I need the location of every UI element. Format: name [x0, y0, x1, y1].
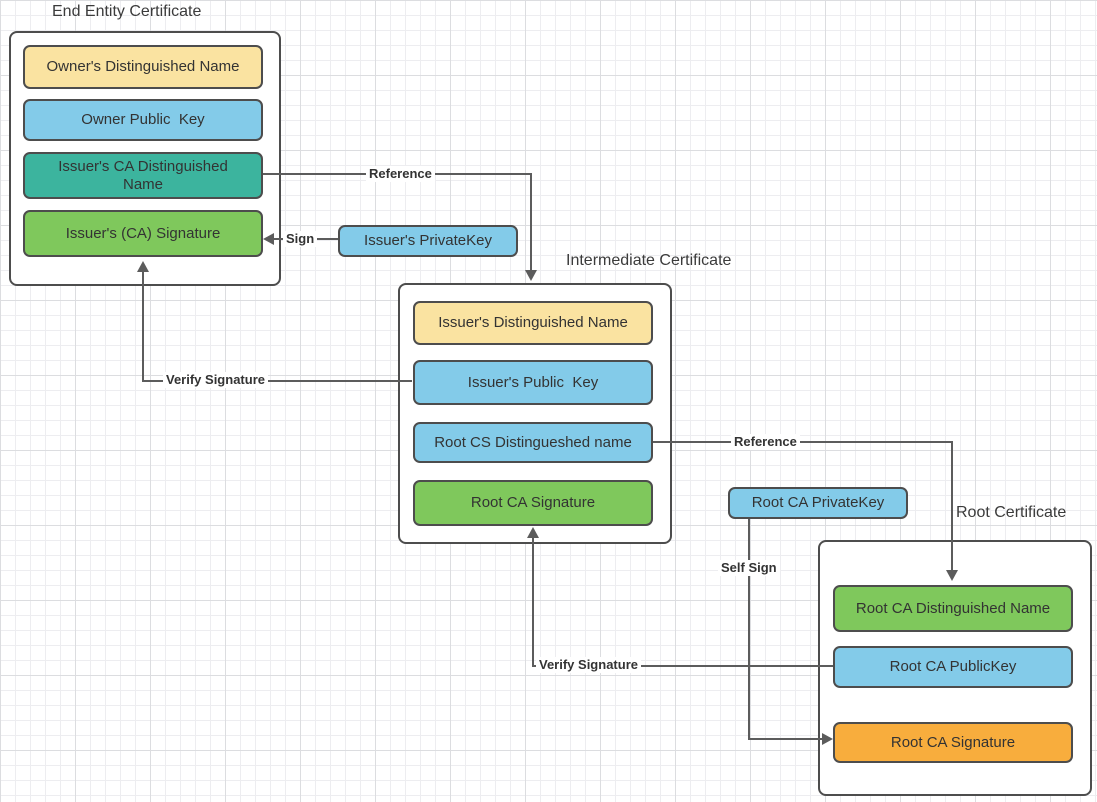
node-issuers-privatekey: Issuer's PrivateKey: [338, 225, 518, 257]
arrowhead-right-icon: [822, 733, 833, 745]
node-label: Issuer's Distinguished Name: [438, 314, 628, 331]
edge-label-reference-lower: Reference: [731, 434, 800, 450]
node-root-ca-privatekey: Root CA PrivateKey: [728, 487, 908, 519]
edge-verify-lower-hline: [533, 665, 833, 667]
arrowhead-down-icon: [946, 570, 958, 581]
edge-reference-lower-hline: [653, 441, 953, 443]
node-root-cs-distingueshed-name: Root CS Distingueshed name: [413, 422, 653, 463]
root-certificate-box: Root CA Distinguished Name Root CA Publi…: [818, 540, 1092, 796]
node-issuers-distinguished-name: Issuer's Distinguished Name: [413, 301, 653, 345]
arrowhead-up-icon: [527, 527, 539, 538]
node-label: Issuer's CA Distinguished Name: [58, 157, 232, 193]
node-label: Owner's Distinguished Name: [46, 58, 240, 75]
edge-self-sign-vline: [748, 519, 750, 740]
node-root-ca-signature-intermediate: Root CA Signature: [413, 480, 653, 526]
node-label: Root CA PrivateKey: [751, 494, 885, 511]
edge-label-sign: Sign: [283, 231, 318, 247]
root-certificate-title: Root Certificate: [956, 504, 1067, 521]
node-issuers-ca-signature: Issuer's (CA) Signature: [23, 210, 263, 257]
edge-self-sign-hline: [748, 738, 822, 740]
arrowhead-down-icon: [525, 270, 537, 281]
edge-label-self-sign: Self Sign: [718, 560, 780, 576]
node-label: Root CA Signature: [470, 494, 596, 511]
arrowhead-up-icon: [137, 261, 149, 272]
node-root-ca-distinguished-name: Root CA Distinguished Name: [833, 585, 1073, 632]
node-label: Root CA PublicKey: [889, 658, 1017, 675]
edge-verify-upper-hline: [143, 380, 412, 382]
node-issuers-ca-distinguished-name: Issuer's CA Distinguished Name: [23, 152, 263, 199]
node-label: Root CS Distingueshed name: [434, 433, 632, 451]
node-label: Issuer's (CA) Signature: [65, 224, 221, 242]
edge-label-verify-signature-upper: Verify Signature: [163, 372, 268, 388]
intermediate-certificate-title: Intermediate Certificate: [566, 252, 732, 269]
node-owner-public-key: Owner Public Key: [23, 99, 263, 141]
end-entity-certificate-box: Owner's Distinguished Name Owner Public …: [9, 31, 281, 286]
node-root-ca-publickey: Root CA PublicKey: [833, 646, 1073, 688]
node-owners-distinguished-name: Owner's Distinguished Name: [23, 45, 263, 89]
node-label: Root CA Distinguished Name: [855, 599, 1051, 617]
edge-label-verify-signature-lower: Verify Signature: [536, 657, 641, 673]
end-entity-certificate-title: End Entity Certificate: [52, 3, 202, 20]
edge-verify-upper-vline: [142, 272, 144, 382]
arrowhead-left-icon: [263, 233, 274, 245]
node-label: Owner Public Key: [81, 111, 205, 128]
edge-verify-lower-vline: [532, 538, 534, 667]
edge-reference-lower-vline: [951, 441, 953, 570]
node-label: Root CA Signature: [890, 733, 1016, 751]
edge-reference-upper-vline: [530, 173, 532, 270]
edge-label-reference-upper: Reference: [366, 166, 435, 182]
node-root-ca-signature-root: Root CA Signature: [833, 722, 1073, 763]
node-issuers-public-key: Issuer's Public Key: [413, 360, 653, 405]
intermediate-certificate-box: Issuer's Distinguished Name Issuer's Pub…: [398, 283, 672, 544]
node-label: Issuer's PrivateKey: [364, 232, 492, 249]
node-label: Issuer's Public Key: [467, 373, 599, 391]
